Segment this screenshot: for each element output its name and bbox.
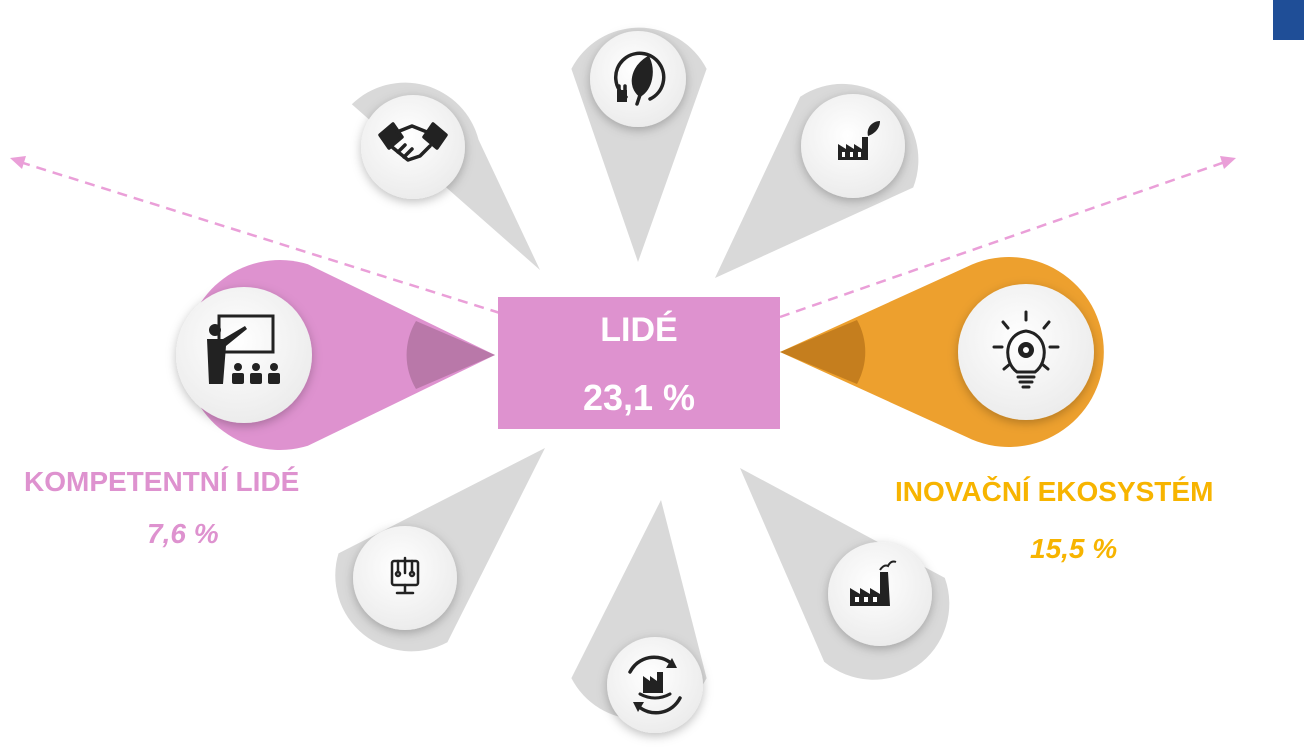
arrow-right: [779, 156, 1236, 319]
green-factory-icon: [838, 121, 880, 160]
pin-innovation-ecosystem: [780, 257, 1104, 448]
arrow-left: [10, 156, 501, 315]
recycling-factory-icon: [628, 655, 682, 715]
competent-people-title: KOMPETENTNÍ LIDÉ: [24, 466, 300, 497]
corner-accent: [1273, 0, 1304, 40]
innovation-ecosystem-value: 15,5 %: [1030, 533, 1118, 564]
pin-circuit-monitor: [335, 448, 545, 652]
lightbulb-gear-icon: [992, 310, 1060, 389]
competent-people-value: 7,6 %: [147, 518, 219, 549]
leaf-plug-icon: [614, 51, 666, 106]
circuit-monitor-icon: [390, 556, 420, 595]
pin-leaf-plug: [571, 27, 707, 262]
pin-competent-people: [176, 260, 495, 450]
center-title: LIDÉ: [600, 311, 678, 349]
pin-factory: [740, 468, 950, 680]
pin-green-factory: [715, 83, 919, 278]
factory-icon: [850, 560, 897, 606]
pin-recycling-factory: [571, 500, 707, 733]
innovation-ecosystem-title: INOVAČNÍ EKOSYSTÉM: [895, 476, 1214, 507]
pin-handshake: [351, 82, 540, 270]
center-value: 23,1 %: [582, 377, 696, 418]
handshake-icon: [378, 122, 448, 162]
teacher-presentation-icon: [207, 314, 280, 384]
center-box: LIDÉ 23,1 %: [498, 297, 780, 429]
